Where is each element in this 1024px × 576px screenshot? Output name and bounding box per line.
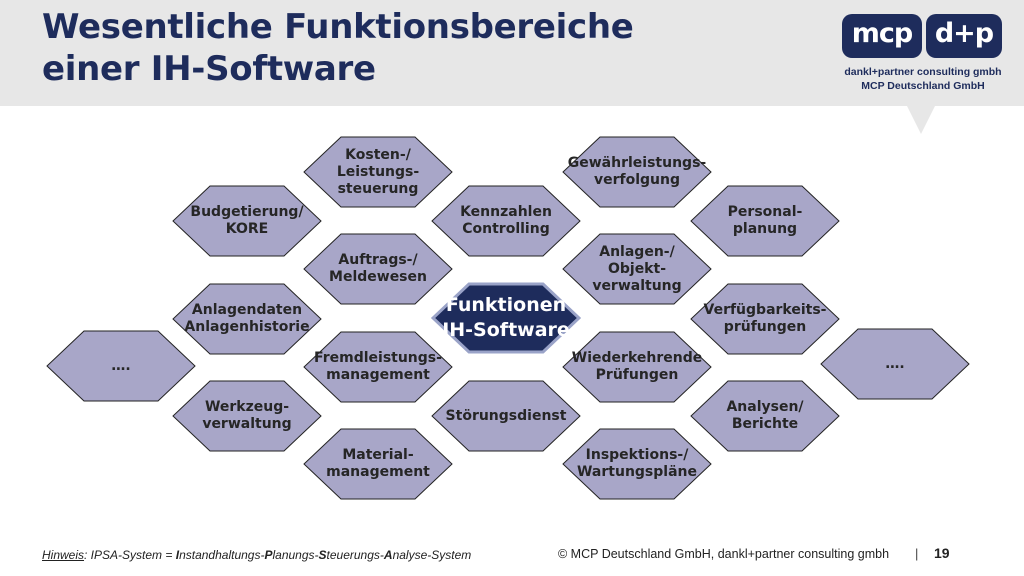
footer-note-initial: I: [175, 548, 180, 562]
footer-separator: |: [915, 546, 919, 561]
hex-anlagen-objekt-shape: [562, 233, 712, 305]
hex-kosten: Kosten-/ Leistungs- steuerung: [303, 136, 453, 208]
hex-stoerung-label: Störungsdienst: [445, 407, 567, 424]
hex-analysen: Analysen/ Berichte: [690, 380, 840, 452]
hex-auftrag-shape: [303, 233, 453, 305]
hex-budgetierung-shape: [172, 185, 322, 257]
hex-auftrag-label: Auftrags-/ Meldewesen: [329, 252, 427, 285]
hex-mehr-links-label: ….: [111, 357, 131, 374]
hex-werkzeug: Werkzeug- verwaltung: [172, 380, 322, 452]
hex-mehr-links: ….: [46, 330, 196, 402]
hex-fremdleistung-label: Fremdleistungs- management: [314, 350, 442, 383]
hex-analysen-shape: [690, 380, 840, 452]
footer-note: Hinweis: IPSA-System = Instandhaltungs-P…: [42, 548, 471, 562]
hex-wiederkehrend: Wiederkehrende Prüfungen: [562, 331, 712, 403]
logo-company-line: dankl+partner consulting gmbh: [844, 66, 1002, 78]
hex-stoerung-shape: [431, 380, 581, 452]
footer-note-word: nalyse-System: [392, 548, 472, 562]
footer-note-initial: A: [383, 548, 393, 562]
hex-center: Funktionen IH-Software: [431, 282, 581, 354]
hex-kennzahlen-shape: [431, 185, 581, 257]
hex-verfuegbarkeit-shape: [690, 283, 840, 355]
hex-gewaehrleistung-label: Gewährleistungs- verfolgung: [567, 155, 707, 188]
slide-title: Wesentliche Funktionsbereiche einer IH-S…: [42, 7, 634, 89]
hex-budgetierung: Budgetierung/ KORE: [172, 185, 322, 257]
hex-center-shape: [431, 282, 581, 354]
hex-material: Material- management: [303, 428, 453, 500]
hex-auftrag: Auftrags-/ Meldewesen: [303, 233, 453, 305]
hex-personal-label: Personal- planung: [727, 204, 803, 237]
hex-fremdleistung-shape: [303, 331, 453, 403]
hex-kennzahlen: Kennzahlen Controlling: [431, 185, 581, 257]
footer-note-word: teuerungs-: [326, 548, 384, 562]
logo-mcp: mcp: [842, 14, 922, 58]
hex-analysen-label: Analysen/ Berichte: [726, 399, 804, 432]
hex-material-shape: [303, 428, 453, 500]
hex-inspektion-label: Inspektions-/ Wartungspläne: [576, 447, 697, 480]
footer-note-label: Hinweis: [42, 548, 85, 562]
company-logo: mcp d+p dankl+partner consulting gmbh MC…: [838, 14, 1008, 92]
hex-wiederkehrend-shape: [562, 331, 712, 403]
hex-inspektion-shape: [562, 428, 712, 500]
hex-mehr-rechts-shape: [820, 328, 970, 400]
logo-company-line-2: MCP Deutschland GmbH: [861, 80, 985, 92]
hex-kosten-label: Kosten-/ Leistungs- steuerung: [336, 146, 420, 197]
hex-anlagendaten-label: Anlagendaten Anlagenhistorie: [184, 302, 310, 335]
footer-note-initial: P: [264, 548, 273, 562]
hex-anlagen-objekt: Anlagen-/ Objekt- verwaltung: [562, 233, 712, 305]
footer-note-expansion: Instandhaltungs-Planungs-Steuerungs-Anal…: [176, 548, 472, 562]
hex-fremdleistung: Fremdleistungs- management: [303, 331, 453, 403]
hex-kennzahlen-label: Kennzahlen Controlling: [460, 204, 552, 237]
hex-personal: Personal- planung: [690, 185, 840, 257]
hex-verfuegbarkeit: Verfügbarkeits- prüfungen: [690, 283, 840, 355]
footer-copyright: © MCP Deutschland GmbH, dankl+partner co…: [558, 547, 890, 561]
hex-mehr-rechts-label: ….: [885, 355, 905, 372]
hex-material-label: Material- management: [326, 447, 430, 480]
hex-gewaehrleistung: Gewährleistungs- verfolgung: [562, 136, 712, 208]
hex-gewaehrleistung-shape: [562, 136, 712, 208]
hex-mehr-links-shape: [46, 330, 196, 402]
header-bar: Wesentliche Funktionsbereiche einer IH-S…: [0, 0, 1024, 106]
footer-note-word: nstandhaltungs-: [179, 548, 265, 562]
hex-werkzeug-label: Werkzeug- verwaltung: [202, 399, 292, 432]
hex-anlagendaten: Anlagendaten Anlagenhistorie: [172, 283, 322, 355]
hex-inspektion: Inspektions-/ Wartungspläne: [562, 428, 712, 500]
hex-verfuegbarkeit-label: Verfügbarkeits- prüfungen: [703, 302, 827, 335]
logo-dp: d+p: [926, 14, 1002, 58]
hex-kosten-shape: [303, 136, 453, 208]
hex-anlagendaten-shape: [172, 283, 322, 355]
hex-personal-shape: [690, 185, 840, 257]
logo-boxes: mcp d+p: [838, 14, 1008, 60]
hex-anlagen-objekt-label: Anlagen-/ Objekt- verwaltung: [592, 243, 682, 294]
header-pointer: [907, 106, 935, 134]
page-number: 19: [934, 545, 950, 561]
footer-note-text: : IPSA-System =: [84, 548, 176, 562]
footer-note-word: lanungs-: [272, 548, 319, 562]
hex-wiederkehrend-label: Wiederkehrende Prüfungen: [571, 350, 703, 383]
footer-note-initial: S: [318, 548, 327, 562]
hex-center-label: Funktionen IH-Software: [442, 294, 570, 341]
hex-werkzeug-shape: [172, 380, 322, 452]
hex-mehr-rechts: ….: [820, 328, 970, 400]
hex-stoerung: Störungsdienst: [431, 380, 581, 452]
hex-budgetierung-label: Budgetierung/ KORE: [190, 204, 304, 237]
